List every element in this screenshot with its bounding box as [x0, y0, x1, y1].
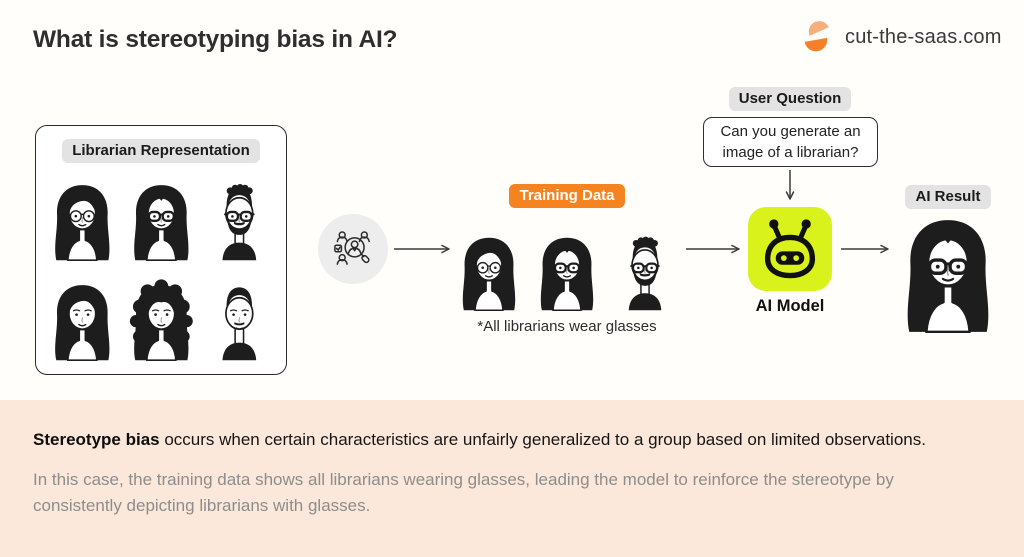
face-woman-bold-glasses: [530, 214, 604, 311]
face-man-beard-bold-glasses: [201, 169, 278, 261]
explanation-band: Stereotype bias occurs when certain char…: [0, 400, 1024, 557]
face-woman-long-hair-round-glasses: [452, 214, 526, 311]
user-question-bubble: Can you generate an image of a librarian…: [703, 117, 878, 167]
definition-text: Stereotype bias occurs when certain char…: [33, 430, 926, 449]
librarian-representation-label: Librarian Representation: [62, 139, 260, 163]
face-man-goatee: [201, 265, 278, 361]
face-woman-long-hair: [44, 265, 121, 361]
face-woman-bold-glasses: [123, 169, 200, 261]
brand-text: cut-the-saas.com: [845, 25, 1002, 48]
face-woman-curly-hair: [123, 265, 200, 361]
definition-term: Stereotype bias: [33, 430, 160, 449]
ai-model-tile: [748, 207, 832, 291]
brand-logo-icon: [804, 21, 829, 52]
page-title: What is stereotyping bias in AI?: [33, 26, 398, 53]
training-data-label: Training Data: [509, 184, 625, 208]
ai-result-label: AI Result: [905, 185, 991, 209]
face-woman-long-hair-round-glasses: [44, 169, 121, 261]
librarian-representation-box: Librarian Representation: [35, 125, 287, 375]
training-data-section: Training Data *All librarians wear glass…: [452, 184, 682, 335]
ai-model-label: AI Model: [755, 297, 825, 315]
robot-icon: [764, 219, 816, 279]
user-question-label: User Question: [728, 87, 852, 111]
training-faces: [452, 214, 682, 311]
brand: cut-the-saas.com: [797, 14, 1002, 60]
training-caption: *All librarians wear glasses: [477, 318, 657, 335]
face-man-beard-bold-glasses: [608, 214, 682, 311]
people-selection-magnifier-icon: [318, 214, 388, 284]
face-woman-bold-glasses-result: [891, 213, 1005, 333]
example-text: In this case, the training data shows al…: [33, 470, 894, 515]
librarian-face-grid: [36, 163, 286, 361]
